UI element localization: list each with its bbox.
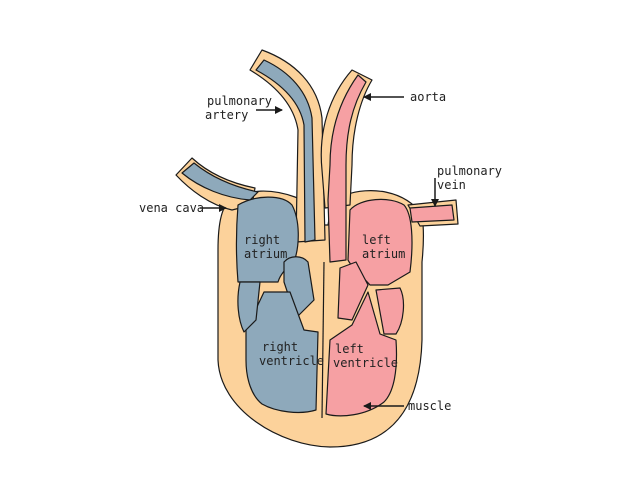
aortic-valve-flap [337,261,369,321]
label-aorta: aorta [410,90,446,104]
diagram-labels: pulmonary artery aorta pulmonary vein ve… [139,90,502,413]
pulmonary-artery-lumen [255,59,316,243]
label-muscle: muscle [408,399,451,413]
mitral-valve-flap [375,287,405,335]
label-arrows [200,93,439,410]
label-left-ventricle-line1: left [335,342,364,356]
label-left-atrium-line1: left [362,233,391,247]
label-right-atrium-line1: right [244,233,280,247]
aorta-lumen [327,74,367,263]
tricuspid-valve-flap [237,281,261,333]
label-vena-cava: vena cava [139,201,204,215]
label-right-atrium-line2: atrium [244,247,287,261]
left-ventricle-chamber [325,291,398,417]
deoxygenated-blood [181,59,319,414]
label-right-ventricle-line2: ventricle [259,354,324,368]
pulmonary-vein-lumen [409,204,455,223]
vena-cava-lumen [181,162,259,201]
label-right-ventricle-line1: right [262,340,298,354]
septum [321,261,325,419]
label-pulmonary-vein-line1: pulmonary [437,164,502,178]
label-pulmonary-artery-line2: artery [205,108,248,122]
label-pulmonary-artery-line1: pulmonary [207,94,272,108]
label-pulmonary-vein-line2: vein [437,178,466,192]
label-left-atrium-line2: atrium [362,247,405,261]
right-ventricle-chamber [245,291,319,414]
label-left-ventricle-line2: ventricle [333,356,398,370]
oxygenated-blood [325,74,455,417]
